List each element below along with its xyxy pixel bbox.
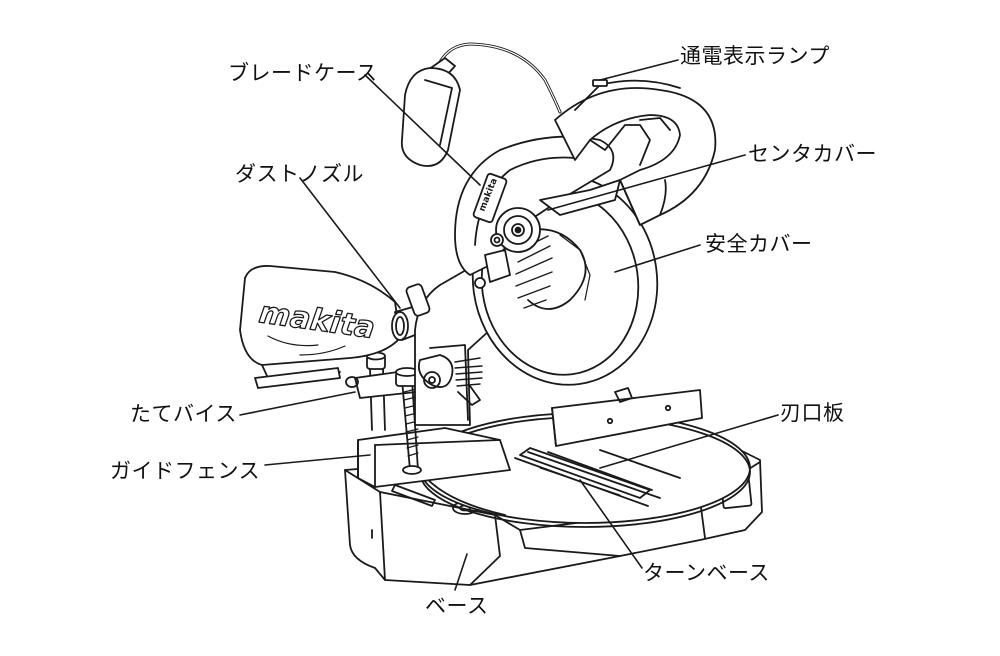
label-power-lamp: 通電表示ランプ (680, 44, 830, 68)
label-dust-nozzle: ダストノズル (235, 162, 364, 186)
lamp-fixture (400, 42, 562, 167)
leader-lines (239, 59, 779, 591)
label-vertical-vise: たてバイス (130, 402, 237, 426)
guide-fence-shape (357, 387, 703, 488)
label-kerf-board: 刃口板 (780, 401, 845, 425)
label-center-cover: センタカバー (748, 142, 877, 166)
label-blade-case: ブレードケース (228, 61, 378, 85)
label-base: ベース (425, 594, 489, 618)
handle-motor (554, 79, 717, 226)
label-guide-fence: ガイドフェンス (110, 459, 261, 483)
label-turn-base: ターンベース (643, 561, 770, 585)
blade-case-shape: makita (454, 135, 621, 289)
label-safety-cover: 安全カバー (705, 232, 813, 256)
